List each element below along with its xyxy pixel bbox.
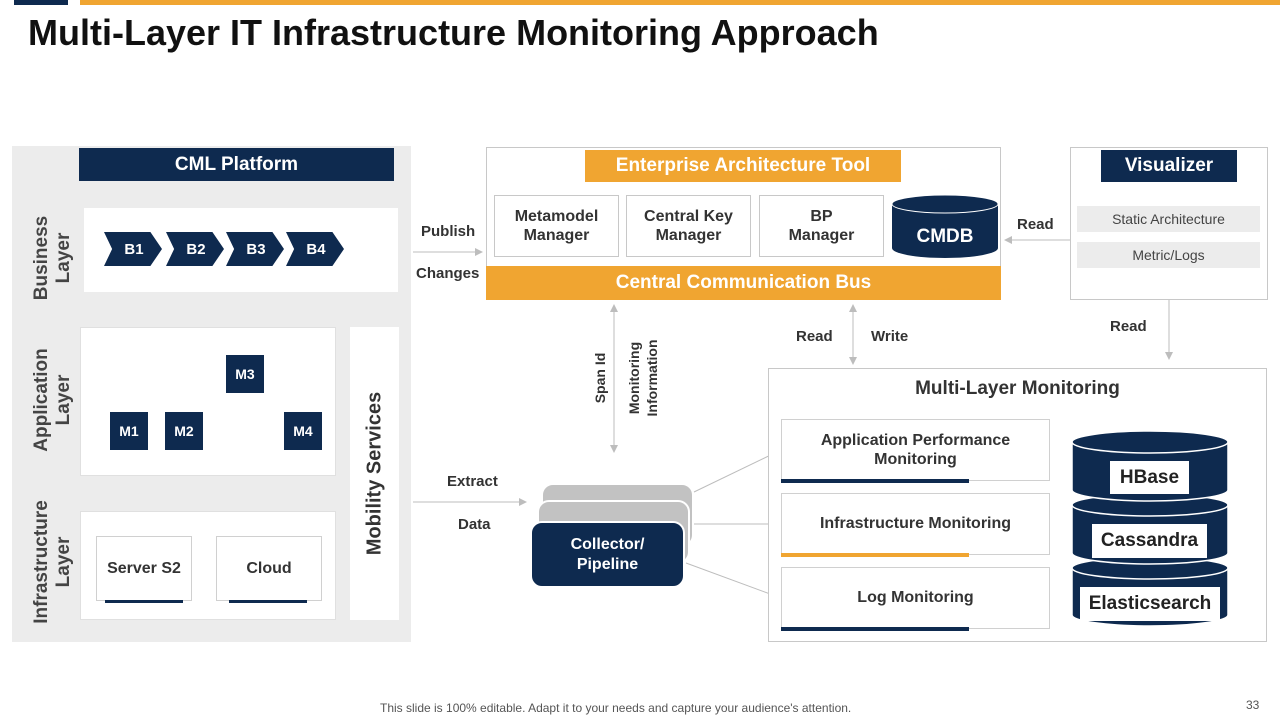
- log-underline: [781, 627, 969, 631]
- mobility-services-label: Mobility Services: [363, 391, 386, 556]
- apm-box: Application Performance Monitoring: [781, 419, 1050, 481]
- monitoring-info-line2: Information: [644, 339, 660, 417]
- extract-label: Extract: [447, 473, 498, 490]
- infrastructure-layer-label: Infrastructure Layer: [31, 500, 74, 624]
- cloud-box: Cloud: [216, 536, 322, 601]
- server-s2-box: Server S2: [96, 536, 192, 601]
- page-number: 33: [1246, 698, 1260, 712]
- read-mid-label: Read: [796, 328, 833, 345]
- collector-pipeline-box: Collector/ Pipeline: [530, 521, 685, 588]
- eat-header: Enterprise Architecture Tool: [585, 150, 901, 182]
- metamodel-manager-box: Metamodel Manager: [494, 195, 619, 257]
- infra-monitoring-box: Infrastructure Monitoring: [781, 493, 1050, 555]
- business-node-b3: B3: [226, 232, 284, 266]
- cloud-underline: [229, 600, 307, 603]
- cmdb-cylinder: [891, 194, 999, 258]
- mlm-header: Multi-Layer Monitoring: [915, 378, 1120, 399]
- cml-platform-header: CML Platform: [79, 148, 394, 181]
- app-node-m3: M3: [226, 355, 264, 393]
- mobility-services-box: [350, 327, 399, 620]
- business-node-b1: B1: [104, 232, 162, 266]
- log-monitoring-box: Log Monitoring: [781, 567, 1050, 629]
- static-architecture-item: Static Architecture: [1077, 206, 1260, 232]
- apm-underline: [781, 479, 969, 483]
- application-layer-label: Application Layer: [31, 348, 74, 452]
- server-s2-underline: [105, 600, 183, 603]
- page-title: Multi-Layer IT Infrastructure Monitoring…: [28, 12, 879, 53]
- cmdb-label: CMDB: [916, 226, 974, 247]
- app-node-m2: M2: [165, 412, 203, 450]
- read-visualizer-label: Read: [1017, 216, 1054, 233]
- write-mid-label: Write: [871, 328, 909, 345]
- top-accent-gold: [80, 0, 1280, 5]
- elasticsearch-label: Elasticsearch: [1080, 587, 1220, 621]
- central-communication-bus: Central Communication Bus: [486, 266, 1001, 300]
- app-node-m1: M1: [110, 412, 148, 450]
- business-layer-label: Business Layer: [31, 215, 74, 301]
- bp-manager-box: BP Manager: [759, 195, 884, 257]
- read-right-label: Read: [1110, 318, 1147, 335]
- top-accent-navy: [14, 0, 68, 5]
- monitoring-info-line1: Monitoring: [626, 341, 642, 415]
- publish-label: Publish: [421, 223, 476, 240]
- central-key-manager-box: Central Key Manager: [626, 195, 751, 257]
- footer-text: This slide is 100% editable. Adapt it to…: [380, 701, 852, 715]
- cassandra-label: Cassandra: [1092, 524, 1207, 558]
- visualizer-header: Visualizer: [1101, 150, 1237, 182]
- app-node-m4: M4: [284, 412, 322, 450]
- hbase-label: HBase: [1110, 461, 1189, 494]
- data-label: Data: [458, 516, 491, 533]
- business-node-b2: B2: [166, 232, 224, 266]
- application-layer-box: [80, 327, 336, 476]
- span-id-label: Span Id: [592, 352, 608, 404]
- infra-underline: [781, 553, 969, 557]
- metric-logs-item: Metric/Logs: [1077, 242, 1260, 268]
- changes-label: Changes: [416, 265, 480, 282]
- business-node-b4: B4: [286, 232, 344, 266]
